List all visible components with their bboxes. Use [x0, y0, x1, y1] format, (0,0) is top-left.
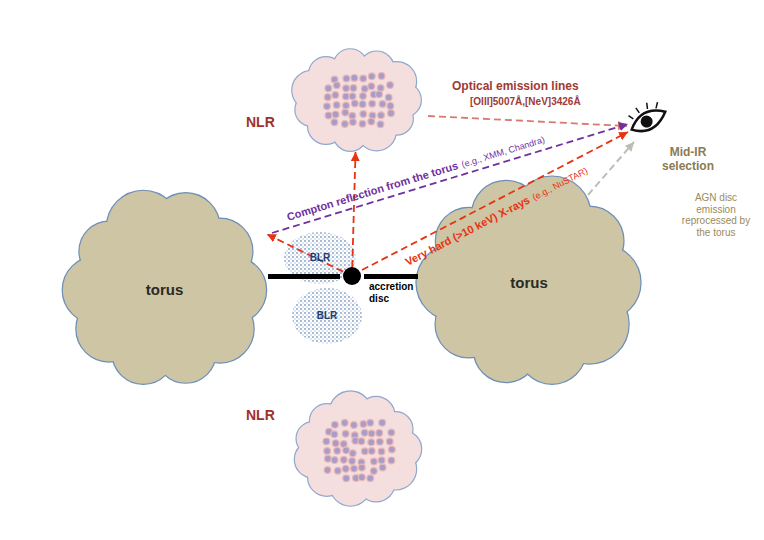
hard-xray-ray: [362, 132, 628, 270]
mid-ir-ray: [588, 142, 634, 195]
emission-line-names: [OIII]5007Å,[NeV]3426Å: [470, 96, 581, 108]
ray-label: Very hard (>10 keV) X-rays: [403, 193, 531, 267]
black-hole: accretion disc: [343, 267, 361, 285]
emission-ray: [352, 152, 355, 267]
nlr-cloud: NLR: [292, 393, 422, 505]
torus-cloud: torus: [62, 190, 267, 390]
region-label: BLR: [317, 310, 338, 322]
emission-heading: Optical emission lines: [452, 80, 579, 94]
compton-ray: [272, 124, 628, 233]
ray-label: Compton reflection from the torus: [285, 159, 459, 223]
observer-eye: [624, 97, 669, 136]
region-label: torus: [146, 281, 184, 298]
instrument-note: (e.g., NuSTAR): [531, 165, 590, 202]
accretion-disc-bar: [268, 274, 340, 279]
region-label: torus: [510, 274, 548, 291]
region-label: BLR: [310, 252, 331, 264]
optical-line-ray: [428, 116, 627, 126]
nlr-cloud: NLR: [292, 48, 422, 152]
region-label: NLR: [246, 407, 275, 423]
instrument-note: (e.g., XMM, Chandra): [460, 135, 546, 170]
nlr-cloud-shape: [292, 48, 422, 152]
torus-cloud: torus: [418, 175, 640, 390]
region-label: NLR: [246, 114, 275, 130]
component-label: accretion disc: [369, 281, 425, 304]
emission-ray: [267, 234, 343, 271]
nlr-cloud-shape: [292, 393, 422, 505]
accretion-disc-bar: [364, 274, 418, 279]
selection-label: Mid-IR selection: [652, 146, 724, 174]
note-label: AGN disc emission reprocessed by the tor…: [676, 192, 756, 238]
blr-region: BLR: [292, 288, 362, 344]
